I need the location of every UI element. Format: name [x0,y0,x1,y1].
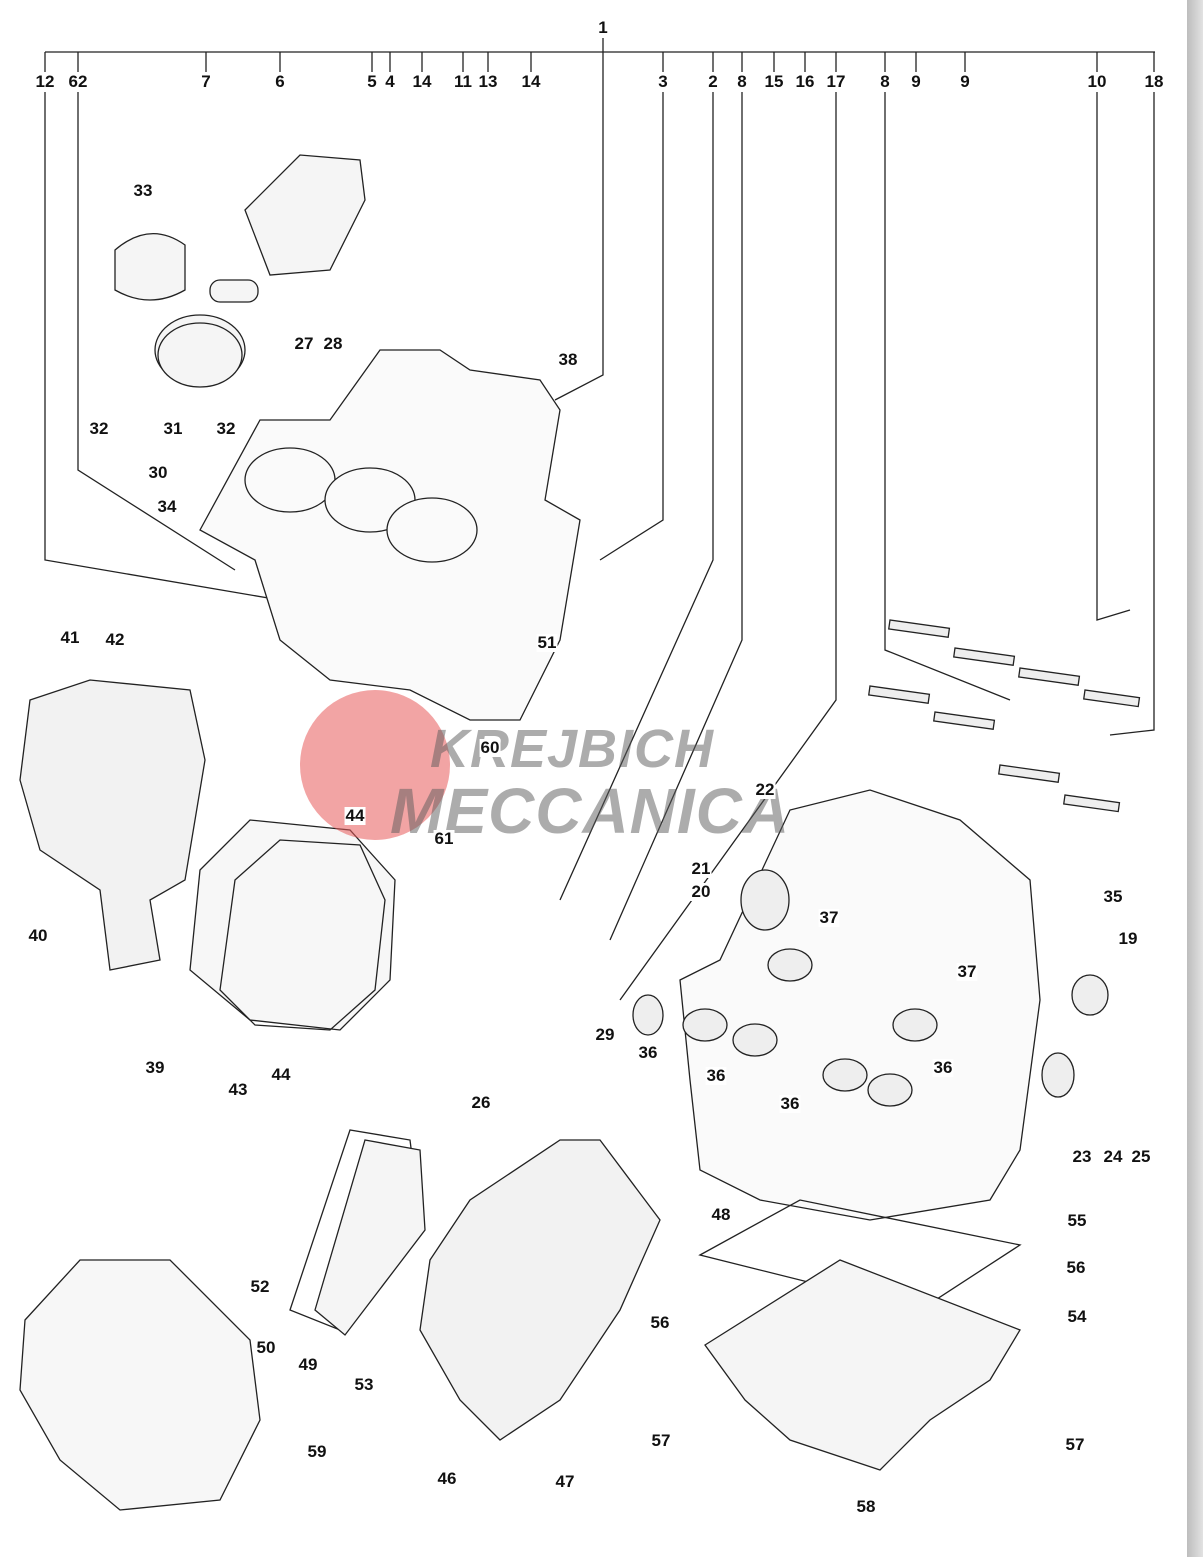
callout-label: 57 [1064,1435,1086,1454]
callout-label: 6 [274,72,286,91]
callout-label: 34 [156,497,178,516]
callout-label: 26 [470,1093,492,1112]
callout-label: 20 [690,882,712,901]
sprocket-cover-46 [419,1139,661,1441]
callout-label: 5 [366,72,378,91]
callout-label: 54 [1066,1307,1088,1326]
callout-label: 47 [554,1472,576,1491]
callout-label: 46 [436,1469,458,1488]
callout-label: 8 [879,72,891,91]
callout-label: 55 [1066,1211,1088,1230]
callout-label: 38 [557,350,579,369]
callout-label: 44 [270,1065,292,1084]
complete-engine [19,1259,261,1511]
callout-label: 58 [855,1497,877,1516]
callout-label: 39 [144,1058,166,1077]
callout-label: 29 [594,1025,616,1044]
callout-label: 50 [255,1338,277,1357]
callout-label: 18 [1143,72,1165,91]
callout-label: 37 [956,962,978,981]
callout-label: 56 [1065,1258,1087,1277]
callout-label: 31 [162,419,184,438]
clutch-cover [189,819,396,1031]
callout-label: 21 [690,859,712,878]
callout-label: 42 [104,630,126,649]
callout-label: 35 [1102,887,1124,906]
callout-label: 9 [910,72,922,91]
page-edge [1187,0,1203,1557]
callout-label: 56 [649,1313,671,1332]
cylinder-head-screws [868,619,1141,813]
callout-label: 59 [306,1442,328,1461]
crankcase [679,789,1041,1221]
callout-label: 61 [433,829,455,848]
callout-label: 19 [1117,929,1139,948]
oil-pan [704,1259,1021,1471]
callout-label: 7 [200,72,212,91]
leader-lines [44,38,1155,1001]
callout-label: 48 [710,1205,732,1224]
callout-label: 11 [453,72,473,91]
side-cover-40 [19,679,206,971]
bearing-shells [632,869,1109,1107]
callout-label: 16 [794,72,816,91]
callout-label: 27 [293,334,315,353]
callout-label: 32 [88,419,110,438]
callout-label: 37 [818,908,840,927]
callout-label: 14 [411,72,433,91]
callout-label: 28 [322,334,344,353]
callout-label: 13 [477,72,499,91]
callout-label: 49 [297,1355,319,1374]
callout-label: 10 [1086,72,1108,91]
callout-label: 14 [520,72,542,91]
callout-label: 3 [657,72,669,91]
callout-label: 12 [34,72,56,91]
piston [114,233,259,388]
callout-label: 57 [650,1431,672,1450]
callout-label: 4 [384,72,396,91]
callout-label: 30 [147,463,169,482]
callout-label: 24 [1102,1147,1124,1166]
callout-label: 43 [227,1080,249,1099]
callout-label: 17 [825,72,847,91]
callout-label: 60 [479,738,501,757]
callout-label: 8 [736,72,748,91]
generator-cover [314,1139,426,1336]
callout-label: 15 [763,72,785,91]
callout-label: 36 [705,1066,727,1085]
callout-label: 32 [215,419,237,438]
callout-label: 1 [597,18,609,37]
callout-label: 52 [249,1277,271,1296]
callout-label: 62 [67,72,89,91]
callout-label: 40 [27,926,49,945]
callout-label: 36 [637,1043,659,1062]
callout-label: 22 [754,780,776,799]
callout-label: 44 [344,806,366,825]
cylinder-block [199,349,581,721]
water-pump-housing [244,154,366,276]
callout-label: 23 [1071,1147,1093,1166]
callout-label: 51 [536,633,558,652]
callout-label: 2 [707,72,719,91]
callout-label: 36 [779,1094,801,1113]
callout-label: 25 [1130,1147,1152,1166]
callout-label: 36 [932,1058,954,1077]
callout-label: 33 [132,181,154,200]
callout-label: 53 [353,1375,375,1394]
callout-label: 9 [959,72,971,91]
callout-label: 41 [59,628,81,647]
